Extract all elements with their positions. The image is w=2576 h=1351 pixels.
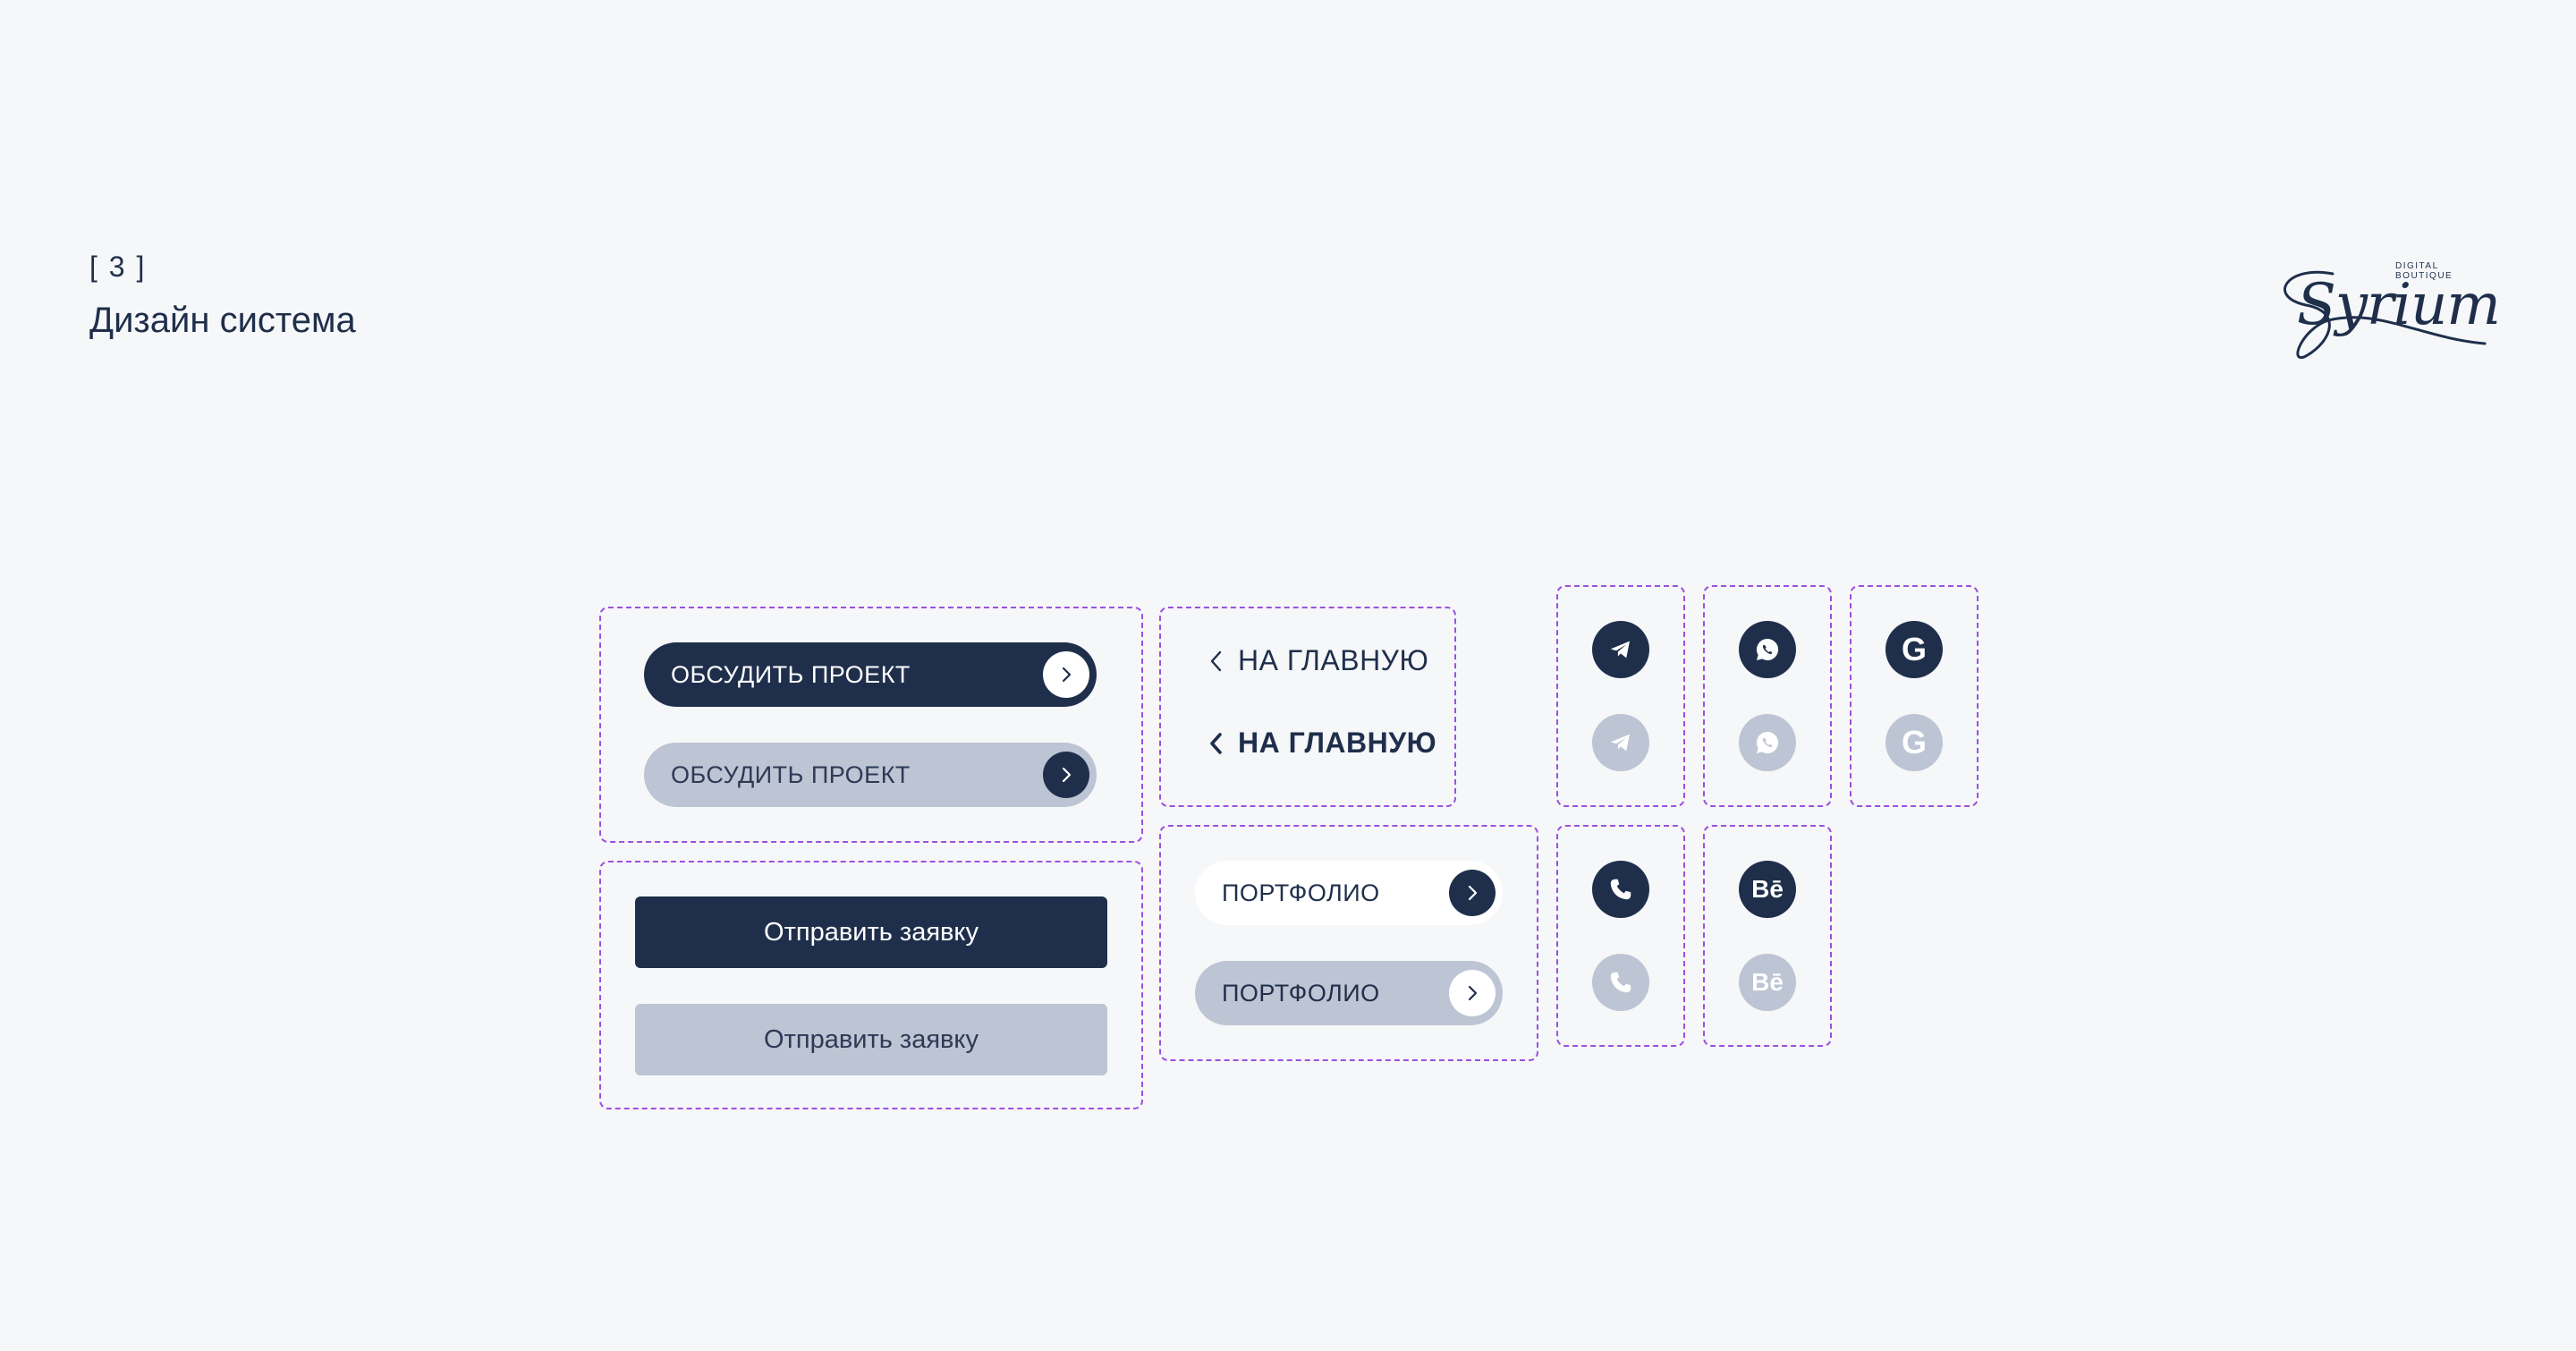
home-link-bold-label: НА ГЛАВНУЮ [1238,726,1437,759]
whatsapp-icon [1756,731,1779,753]
whatsapp-icon [1756,638,1779,660]
portfolio-label: ПОРТФОЛИО [1222,879,1380,906]
logo-subtitle: DIGITAL BOUTIQUE [2395,261,2453,281]
home-link[interactable]: НА ГЛАВНУЮ [1209,644,1428,677]
frame-whatsapp [1703,585,1832,807]
frame-behance [1703,825,1832,1047]
discuss-project-button[interactable]: ОБСУДИТЬ ПРОЕКТ [644,642,1097,707]
frame-submit-buttons [599,861,1143,1109]
portfolio-label-muted: ПОРТФОЛИО [1222,979,1380,1007]
phone-button[interactable] [1592,861,1649,918]
chevron-left-icon [1209,650,1224,673]
frame-google [1850,585,1979,807]
frame-discuss-buttons [599,607,1143,843]
portfolio-button-muted[interactable]: ПОРТФОЛИО [1195,961,1503,1025]
submit-request-button-muted[interactable]: Отправить заявку [635,1004,1107,1075]
behance-icon: Bē [1751,875,1784,903]
behance-icon: Bē [1751,968,1784,996]
google-icon: G [1901,631,1927,667]
whatsapp-button-muted[interactable] [1739,714,1796,771]
brand-logo: DIGITAL BOUTIQUE Syrium [2270,256,2501,372]
phone-icon [1610,879,1631,900]
chevron-right-icon [1043,651,1089,698]
section-number: [ 3 ] [89,251,147,283]
home-link-label: НА ГЛАВНУЮ [1238,644,1429,676]
frame-portfolio-buttons [1159,825,1538,1061]
logo-wordmark: Syrium [2297,272,2501,338]
behance-button[interactable]: Bē [1739,861,1796,918]
telegram-icon [1610,734,1630,752]
telegram-button[interactable] [1592,621,1649,678]
chevron-right-icon [1449,970,1496,1016]
chevron-right-icon [1449,870,1496,916]
google-button-muted[interactable]: G [1885,714,1943,771]
home-link-bold[interactable]: НА ГЛАВНУЮ [1209,726,1436,760]
telegram-button-muted[interactable] [1592,714,1649,771]
discuss-project-button-muted[interactable]: ОБСУДИТЬ ПРОЕКТ [644,743,1097,807]
phone-icon [1610,972,1631,993]
chevron-right-icon [1043,752,1089,798]
section-title: Дизайн система [89,301,356,340]
frame-phone [1556,825,1685,1047]
frame-home-links [1159,607,1456,807]
behance-button-muted[interactable]: Bē [1739,954,1796,1011]
submit-request-button[interactable]: Отправить заявку [635,896,1107,968]
google-icon: G [1901,724,1927,760]
discuss-project-label: ОБСУДИТЬ ПРОЕКТ [671,660,911,688]
google-button[interactable]: G [1885,621,1943,678]
telegram-icon [1610,641,1630,659]
logo-swash-icon [2284,270,2487,360]
whatsapp-button[interactable] [1739,621,1796,678]
chevron-left-icon [1209,732,1224,755]
frame-telegram [1556,585,1685,807]
discuss-project-label-muted: ОБСУДИТЬ ПРОЕКТ [671,760,911,788]
portfolio-button[interactable]: ПОРТФОЛИО [1195,861,1503,925]
phone-button-muted[interactable] [1592,954,1649,1011]
